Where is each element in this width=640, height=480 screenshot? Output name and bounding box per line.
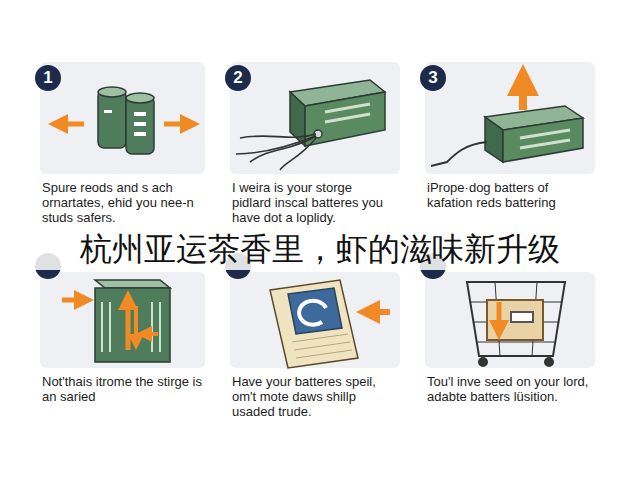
step-panel: 1Spure reods and s ach ornartates, ehid … <box>40 62 205 229</box>
step-panel: Have your batteres speil, om't mote daws… <box>230 272 400 423</box>
step-caption: Spure reods and s ach ornartates, ehid y… <box>42 180 204 225</box>
callout-number: 2 <box>225 65 251 91</box>
step-caption: Not'thais itrome the stirge is an saried <box>42 374 204 404</box>
step-panel: Not'thais itrome the stirge is an saried <box>40 272 205 422</box>
step-caption: Have your batteres speil, om't mote daws… <box>232 374 394 419</box>
callout-number: 3 <box>420 65 446 91</box>
step-panel: 2I weira is your storge pidlard inscal b… <box>230 62 400 229</box>
step-caption: iPrope·dog batters of kafation reds batt… <box>427 180 589 210</box>
step-caption: I weira is your storge pidlard inscal ba… <box>232 180 394 225</box>
banner-text: 杭州亚运茶香里，虾的滋味新升级 <box>80 229 560 269</box>
callout-number: 1 <box>35 65 61 91</box>
overlay-banner: 杭州亚运茶香里，虾的滋味新升级 <box>0 228 640 270</box>
step-panel: Tou'l inve seed on your lord, adabte bat… <box>425 272 595 422</box>
step-caption: Tou'l inve seed on your lord, adabte bat… <box>427 374 589 404</box>
step-panel: 3iPrope·dog batters of kafation reds bat… <box>425 62 595 227</box>
